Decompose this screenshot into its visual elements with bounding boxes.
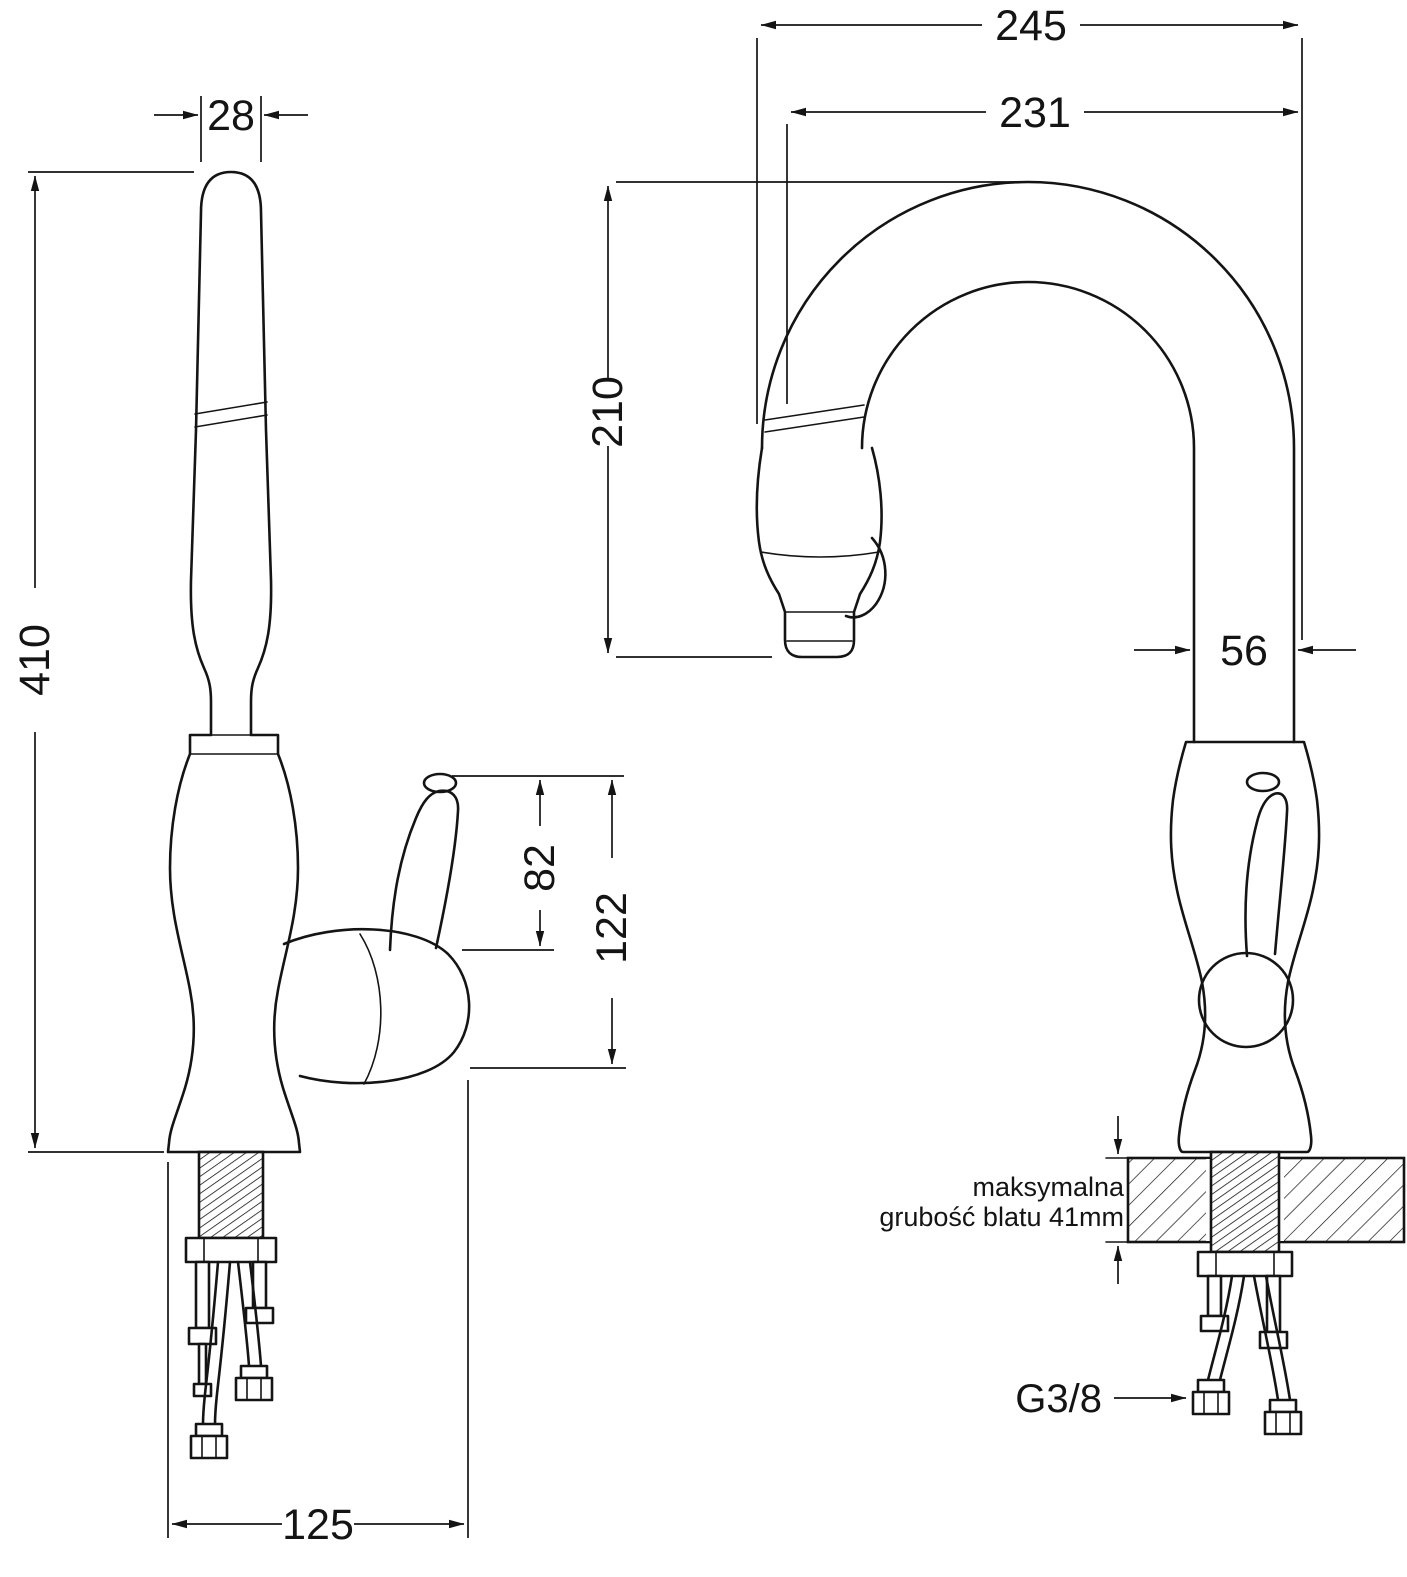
handle-boss — [282, 927, 471, 1085]
dim-top-width-label: 28 — [207, 92, 255, 140]
hose-hex-nut — [234, 1376, 274, 1402]
dim-top-width: 28 — [154, 92, 308, 162]
threaded-stud — [1209, 1150, 1281, 1254]
body-outline — [1169, 740, 1321, 1154]
supply-hose — [1252, 1274, 1292, 1402]
slab-edge-ticks — [1105, 1157, 1131, 1243]
dim-overall-depth: 245 — [756, 2, 1303, 640]
dim-total-height: 410 — [11, 171, 194, 1153]
mounting-bracket — [184, 1236, 278, 1264]
countertop-note-line2: grubość blatu 41mm — [879, 1202, 1124, 1232]
countertop-note-line1: maksymalna — [972, 1172, 1125, 1202]
hex-nut-facets — [1203, 1391, 1219, 1415]
mounting-rod — [1265, 1274, 1282, 1334]
hose-hex-nut — [1263, 1410, 1303, 1436]
hex-nut-facets — [1275, 1411, 1291, 1435]
handle-knob — [422, 772, 458, 794]
spray-head-section-line — [760, 551, 880, 558]
mounting-hardware-front — [1191, 1250, 1303, 1436]
dim-spout-reach: 231 — [786, 89, 1299, 404]
supply-hose — [1206, 1274, 1246, 1382]
side-view: 28 410 82 122 125 — [11, 92, 636, 1549]
hose-hex-nut — [1191, 1390, 1231, 1416]
handle-knob — [1245, 771, 1281, 793]
countertop-section: maksymalna grubość blatu 41mm — [879, 1116, 1406, 1284]
handle-boss-crease — [359, 933, 382, 1085]
front-view: maksymalna grubość blatu 41mm 245 — [584, 2, 1406, 1436]
dim-column-width-label: 56 — [1220, 627, 1268, 675]
mounting-rod-thin — [197, 1342, 208, 1386]
dim-base-depth: 125 — [167, 1080, 469, 1549]
bracket-detail — [203, 1237, 259, 1263]
rod-nut — [1258, 1330, 1289, 1350]
threaded-stud — [197, 1150, 265, 1240]
gooseneck-outer — [760, 180, 1296, 744]
hose-hex-nut — [189, 1434, 229, 1460]
mounting-rod — [194, 1260, 211, 1330]
handle-lever — [388, 789, 460, 952]
spray-seam-line — [764, 404, 865, 433]
rod-end-nut — [192, 1382, 213, 1398]
hex-nut-facets — [246, 1377, 262, 1401]
spray-grip — [844, 536, 887, 619]
spout-seam-line — [194, 414, 268, 428]
dim-handle-height: 82 — [452, 775, 624, 951]
hose-ferrule — [239, 1364, 269, 1380]
dim-overall-depth-label: 245 — [995, 2, 1067, 50]
mounting-bracket — [1196, 1250, 1294, 1278]
supply-hose — [236, 1260, 263, 1368]
dim-spout-reach-label: 231 — [999, 89, 1071, 137]
handle-pivot-cap — [1197, 951, 1295, 1049]
mounting-hardware-side — [184, 1150, 278, 1460]
handle-front — [1197, 771, 1295, 1049]
thread-size-label: G3/8 — [1015, 1377, 1102, 1421]
spray-head — [755, 446, 887, 659]
hose-ferrule — [194, 1422, 224, 1438]
dim-base-depth-label: 125 — [282, 1501, 354, 1549]
dim-spout-drop-label: 210 — [584, 376, 632, 448]
hose-ferrule — [1268, 1398, 1298, 1414]
dim-spout-height: 122 — [470, 779, 636, 1069]
rod-nut — [244, 1306, 275, 1325]
dim-handle-height-label: 82 — [516, 844, 564, 892]
thread-callout: G3/8 — [1015, 1377, 1187, 1421]
hex-nut-facets — [201, 1435, 217, 1459]
handle-lever — [1244, 792, 1289, 958]
spray-head-outline — [755, 446, 883, 659]
dim-total-height-label: 410 — [11, 624, 59, 696]
spout-body-outline — [166, 170, 302, 1154]
spout-seam-line — [194, 401, 268, 415]
mounting-rod — [1206, 1274, 1223, 1318]
dim-spout-height-label: 122 — [588, 892, 636, 964]
hose-ferrule — [1196, 1378, 1226, 1394]
dim-spout-drop: 210 — [584, 181, 1014, 658]
bracket-detail — [1215, 1251, 1275, 1277]
supply-hose — [201, 1260, 232, 1426]
handle-side — [282, 772, 471, 1085]
gooseneck-inner — [860, 280, 1196, 744]
dim-column-width: 56 — [1134, 627, 1356, 675]
